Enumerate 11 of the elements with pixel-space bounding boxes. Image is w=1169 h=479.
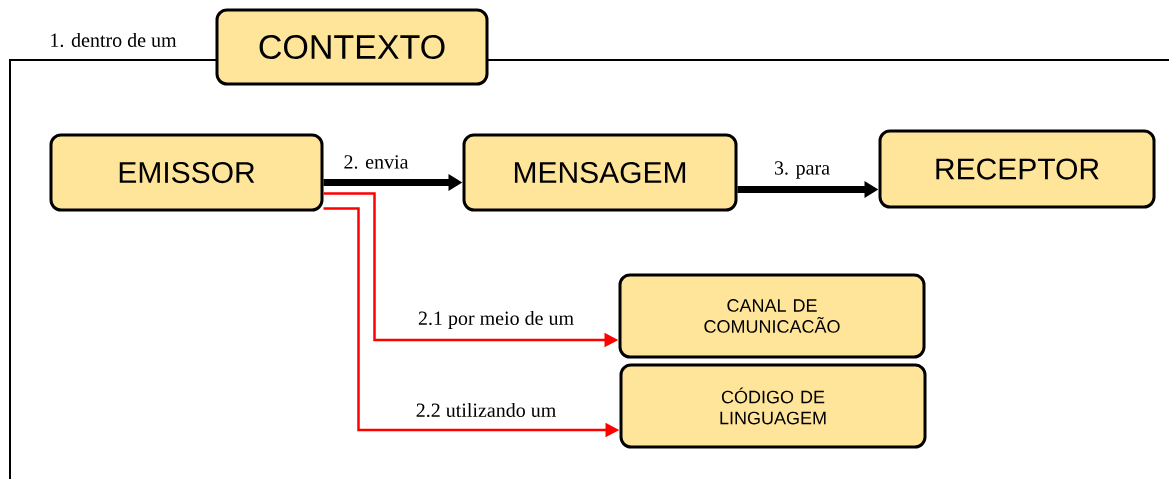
edge-label: 2.2 utilizando um [414,401,558,419]
process-box: CANAL DE COMUNICACÃO [618,273,926,359]
frame-label: 1. dentro de um [48,31,178,49]
edge-label: 2.1 por meio de um [416,309,576,331]
edge-label: 3. para [772,160,832,180]
process-box: CONTEXTO [215,8,489,86]
process-box: EMISSOR [49,133,324,212]
process-box: CÓDIGO DE LINGUAGEM [619,363,927,449]
edge-label: 2. envia [342,154,410,170]
process-box: MENSAGEM [462,133,738,212]
process-box: RECEPTOR [878,129,1156,209]
